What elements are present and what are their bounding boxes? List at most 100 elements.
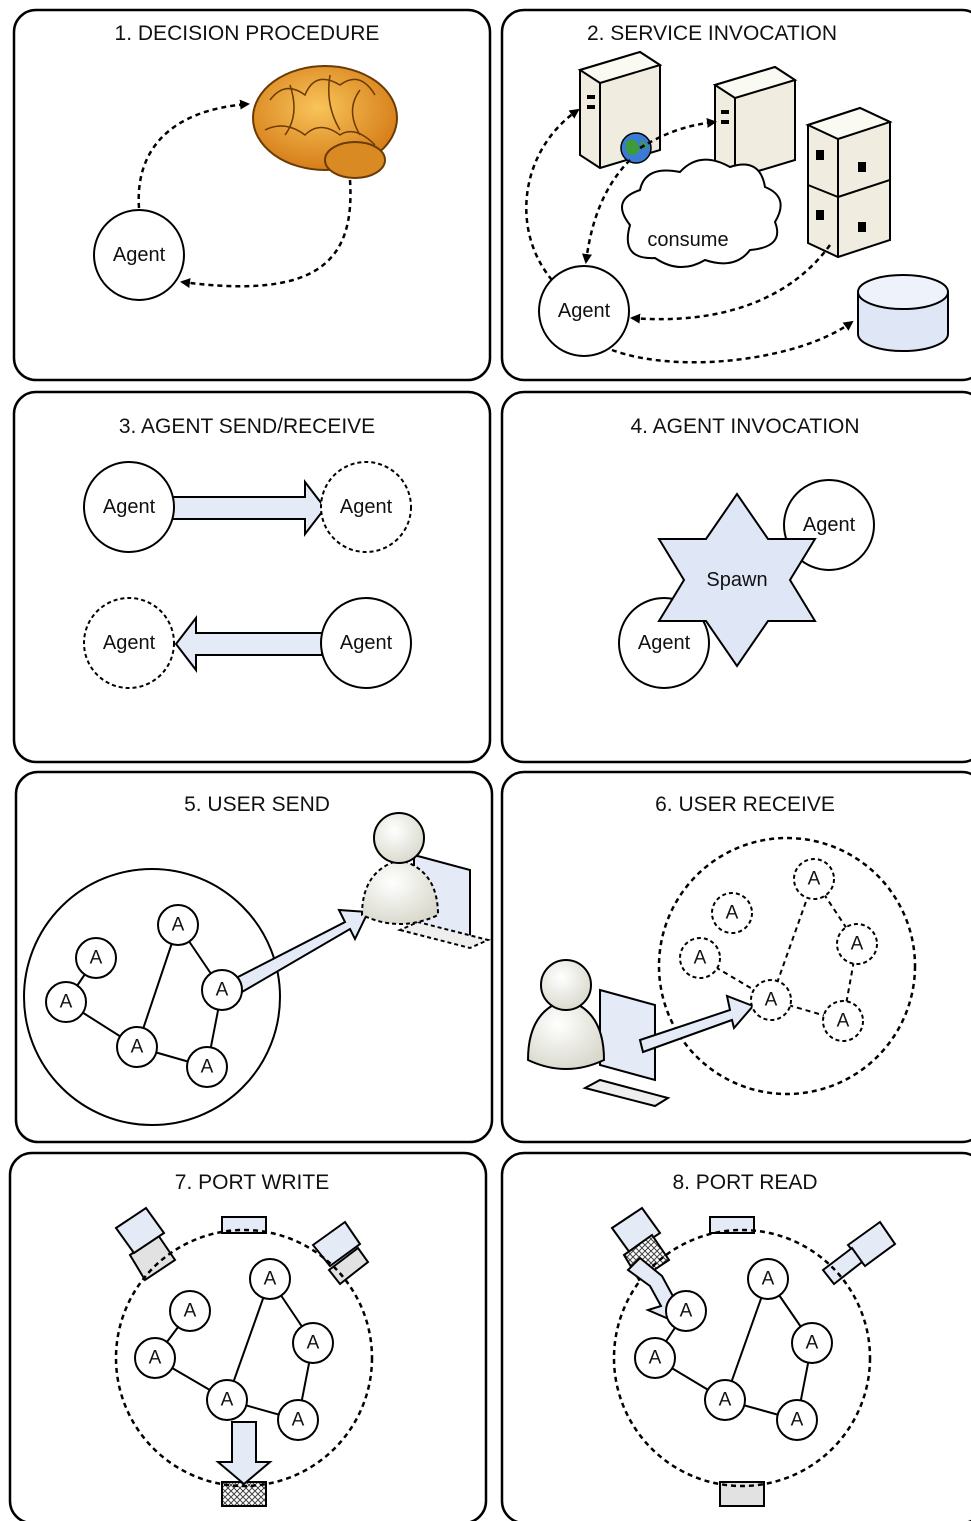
a-node bbox=[704, 1379, 746, 1421]
a-node-label: A bbox=[762, 1269, 775, 1290]
a-node bbox=[791, 1322, 833, 1364]
a-node-label: A bbox=[791, 1410, 804, 1431]
panel-title: 3. AGENT SEND/RECEIVE bbox=[119, 415, 375, 438]
send-arrow bbox=[171, 479, 327, 537]
a-node-label: A bbox=[292, 1410, 305, 1431]
spawn-label: Spawn bbox=[706, 569, 767, 591]
user-send-arrow bbox=[234, 908, 370, 994]
a-node-label: A bbox=[149, 1348, 162, 1369]
brain-icon bbox=[252, 65, 398, 179]
agent-label: Agent bbox=[638, 632, 691, 654]
a-node bbox=[822, 1000, 864, 1042]
a-node-label: A bbox=[726, 903, 739, 924]
a-node-label: A bbox=[307, 1333, 320, 1354]
port-top bbox=[221, 1216, 267, 1234]
a-node bbox=[206, 1379, 248, 1421]
a-node bbox=[249, 1258, 291, 1300]
a-node bbox=[679, 937, 721, 979]
port-left bbox=[114, 1206, 177, 1282]
a-node-label: A bbox=[201, 1057, 214, 1078]
a-node-label: A bbox=[172, 915, 185, 936]
a-node bbox=[793, 858, 835, 900]
agent-label: Agent bbox=[803, 514, 856, 536]
port-write-arrow bbox=[215, 1421, 273, 1486]
port-right bbox=[311, 1220, 370, 1286]
agent-node bbox=[320, 597, 412, 689]
panel-title: 8. PORT READ bbox=[672, 1171, 817, 1194]
a-node-label: A bbox=[837, 1011, 850, 1032]
receive-arrow bbox=[174, 615, 323, 673]
a-node bbox=[75, 937, 117, 979]
port-top bbox=[709, 1216, 755, 1234]
panel-title: 5. USER SEND bbox=[184, 793, 330, 816]
cloud-icon bbox=[621, 158, 782, 268]
decision-arrow-in bbox=[180, 179, 352, 288]
database-icon bbox=[857, 274, 949, 352]
panel-port-write: 7. PORT WRITE bbox=[8, 1151, 488, 1521]
panel-decision-procedure: 1. DECISION PROCEDURE Agent bbox=[12, 8, 492, 382]
port-right bbox=[821, 1220, 897, 1286]
a-node-label: A bbox=[680, 1301, 693, 1322]
panel-user-receive: 6. USER RECEIVE bbox=[500, 770, 971, 1144]
agent-network-boundary bbox=[612, 1228, 872, 1488]
agent-node-target bbox=[320, 461, 412, 553]
a-node bbox=[186, 1046, 228, 1088]
a-node-label: A bbox=[719, 1390, 732, 1411]
agent-label: Agent bbox=[113, 244, 166, 266]
a-node bbox=[201, 969, 243, 1011]
server-rack-icon bbox=[805, 106, 893, 259]
a-node-label: A bbox=[221, 1390, 234, 1411]
agent-label: Agent bbox=[340, 496, 393, 518]
port-bottom bbox=[719, 1481, 765, 1507]
agent-label: Agent bbox=[103, 632, 156, 654]
panel-title: 2. SERVICE INVOCATION bbox=[587, 22, 837, 45]
a-node bbox=[711, 892, 753, 934]
server-return-arrow bbox=[582, 159, 631, 264]
web-server-icon bbox=[577, 50, 663, 170]
server-icon bbox=[712, 65, 798, 180]
panel-service-invocation: 2. SERVICE INVOCATION bbox=[500, 8, 971, 382]
agent-network-boundary bbox=[657, 836, 917, 1096]
a-node-label: A bbox=[694, 948, 707, 969]
spawn-star bbox=[657, 492, 817, 668]
a-node-label: A bbox=[131, 1037, 144, 1058]
panel-title: 6. USER RECEIVE bbox=[655, 793, 835, 816]
panel-agent-send-receive: 3. AGENT SEND/RECEIVE Agent Agent Agent … bbox=[12, 390, 492, 764]
server-link-arrow bbox=[639, 117, 717, 150]
a-node-label: A bbox=[264, 1269, 277, 1290]
agent-label: Agent bbox=[103, 496, 156, 518]
a-node bbox=[45, 981, 87, 1023]
a-node-label: A bbox=[60, 992, 73, 1013]
invoke-server-arrow bbox=[525, 108, 580, 281]
a-node bbox=[776, 1399, 818, 1441]
agent-label: Agent bbox=[558, 300, 611, 322]
a-node-label: A bbox=[765, 990, 778, 1011]
user-icon-dashed bbox=[360, 812, 492, 950]
a-node bbox=[292, 1322, 334, 1364]
agent-node bbox=[83, 461, 175, 553]
consume-label: consume bbox=[647, 229, 728, 251]
a-node bbox=[169, 1290, 211, 1332]
a-node bbox=[134, 1337, 176, 1379]
agent-node bbox=[538, 265, 630, 357]
agent-node bbox=[93, 209, 185, 301]
user-icon bbox=[526, 959, 671, 1108]
panel-title: 4. AGENT INVOCATION bbox=[630, 415, 859, 438]
a-node bbox=[750, 979, 792, 1021]
decision-arrow-out bbox=[137, 99, 250, 209]
panel-title: 7. PORT WRITE bbox=[175, 1171, 329, 1194]
a-node-label: A bbox=[806, 1333, 819, 1354]
a-node bbox=[157, 904, 199, 946]
a-node bbox=[747, 1258, 789, 1300]
a-node-label: A bbox=[184, 1301, 197, 1322]
a-node bbox=[836, 923, 878, 965]
panel-port-read: 8. PORT READ bbox=[500, 1151, 971, 1521]
a-node bbox=[665, 1290, 707, 1332]
database-arrow bbox=[611, 320, 854, 364]
a-node-label: A bbox=[649, 1348, 662, 1369]
a-node bbox=[116, 1026, 158, 1068]
agent-label: Agent bbox=[340, 632, 393, 654]
a-node bbox=[634, 1337, 676, 1379]
